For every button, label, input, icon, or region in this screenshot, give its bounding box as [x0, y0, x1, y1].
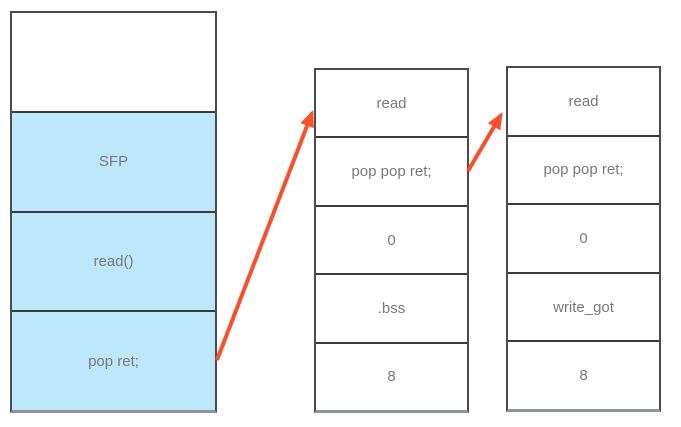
stack-cell-read: read — [508, 68, 659, 135]
arrow-first-chain-to-second-chain — [466, 112, 503, 173]
arrow-pop-ret-to-first-chain — [215, 110, 314, 361]
stack-cell-pop-pop-ret: pop pop ret; — [508, 134, 659, 204]
stack-cell-pop-pop-ret: pop pop ret; — [316, 136, 467, 205]
stack-cell-label: pop pop ret; — [543, 161, 624, 179]
stack-cell-read-call: read() — [12, 210, 215, 311]
stack-cell-label: 8 — [579, 367, 588, 385]
stack-cell-eight: 8 — [508, 340, 659, 409]
stack-cell-label: read — [568, 92, 599, 110]
stack-column-rop-chain-first: read pop pop ret; 0 .bss 8 — [314, 68, 469, 413]
stack-cell-bss: .bss — [316, 273, 467, 342]
stack-cell-empty — [12, 13, 215, 111]
stack-cell-eight: 8 — [316, 341, 467, 411]
stack-cell-label: pop pop ret; — [351, 163, 432, 181]
stack-cell-zero: 0 — [508, 203, 659, 272]
stack-cell-label: pop ret; — [88, 352, 139, 370]
stack-cell-label: 8 — [387, 368, 396, 386]
stack-cell-label: read() — [93, 252, 134, 270]
stack-cell-label: write_got — [553, 298, 614, 316]
stack-cell-pop-ret: pop ret; — [12, 310, 215, 410]
stack-cell-label: 0 — [387, 231, 396, 249]
stack-cell-label: 0 — [579, 229, 588, 247]
stack-cell-sfp: SFP — [12, 110, 215, 211]
stack-cell-label: .bss — [377, 299, 406, 317]
stack-cell-label: read — [376, 94, 407, 112]
stack-cell-label: SFP — [98, 153, 129, 171]
stack-column-rop-chain-second: read pop pop ret; 0 write_got 8 — [506, 66, 661, 412]
stack-column-overflowed-frame: SFP read() pop ret; — [10, 11, 217, 413]
stack-cell-read: read — [316, 70, 467, 137]
stack-cell-zero: 0 — [316, 204, 467, 274]
stack-cell-write-got: write_got — [508, 271, 659, 341]
